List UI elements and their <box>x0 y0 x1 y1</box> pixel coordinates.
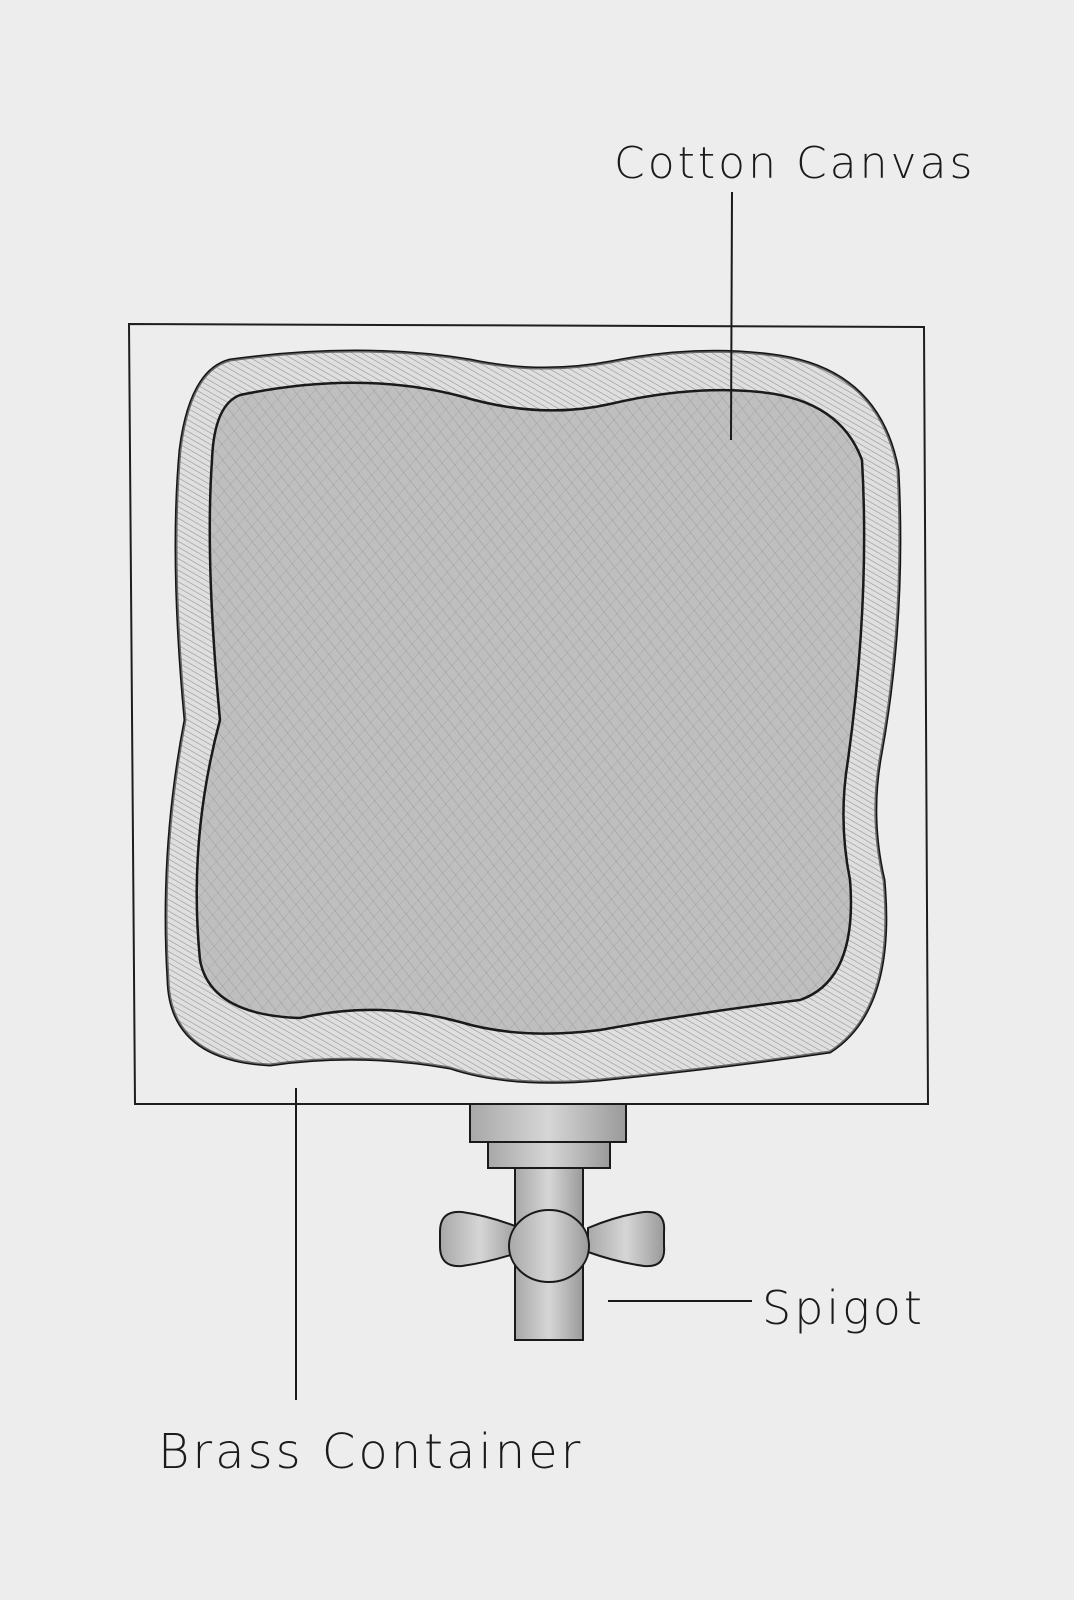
canvas-bag-fill <box>180 360 880 1060</box>
spigot-valve-knob <box>509 1210 589 1282</box>
label-spigot: Spigot <box>762 1285 925 1331</box>
spigot-flange <box>470 1104 626 1142</box>
leader-line-cotton-canvas <box>731 192 732 440</box>
spigot-collar <box>488 1142 610 1168</box>
label-brass-container: Brass Container <box>158 1428 583 1476</box>
label-cotton-canvas: Cotton Canvas <box>614 142 975 186</box>
